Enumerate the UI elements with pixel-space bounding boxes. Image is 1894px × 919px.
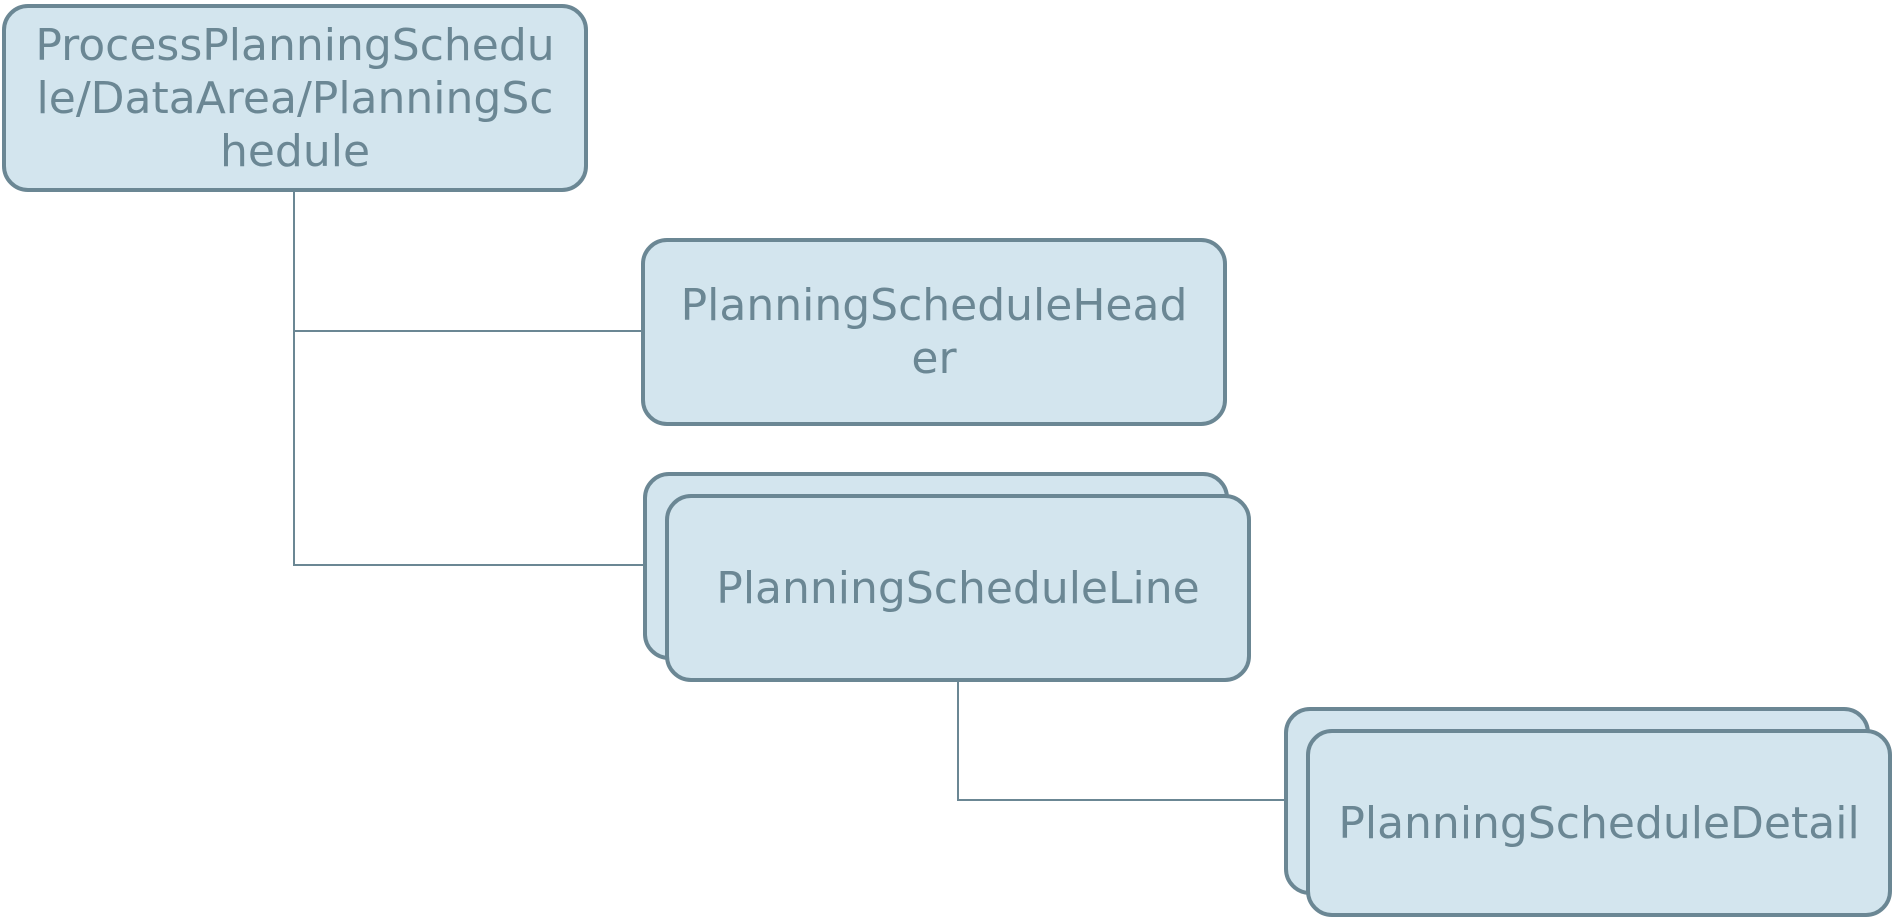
connector-root-to-line bbox=[293, 331, 643, 566]
node-planning-schedule-root: ProcessPlanningSchedule/DataArea/Plannin… bbox=[2, 4, 588, 192]
node-planning-schedule-line: PlanningScheduleLine bbox=[665, 494, 1251, 682]
node-label: PlanningScheduleDetail bbox=[1338, 797, 1860, 849]
node-planning-schedule-detail: PlanningScheduleDetail bbox=[1306, 729, 1892, 917]
node-label: PlanningScheduleHeader bbox=[680, 280, 1188, 384]
node-planning-schedule-header: PlanningScheduleHeader bbox=[641, 238, 1227, 426]
node-label: PlanningScheduleLine bbox=[716, 562, 1200, 614]
connector-line-to-detail bbox=[957, 682, 1284, 801]
connector-root-to-header bbox=[293, 192, 641, 332]
node-label: ProcessPlanningSchedule/DataArea/Plannin… bbox=[35, 19, 555, 177]
